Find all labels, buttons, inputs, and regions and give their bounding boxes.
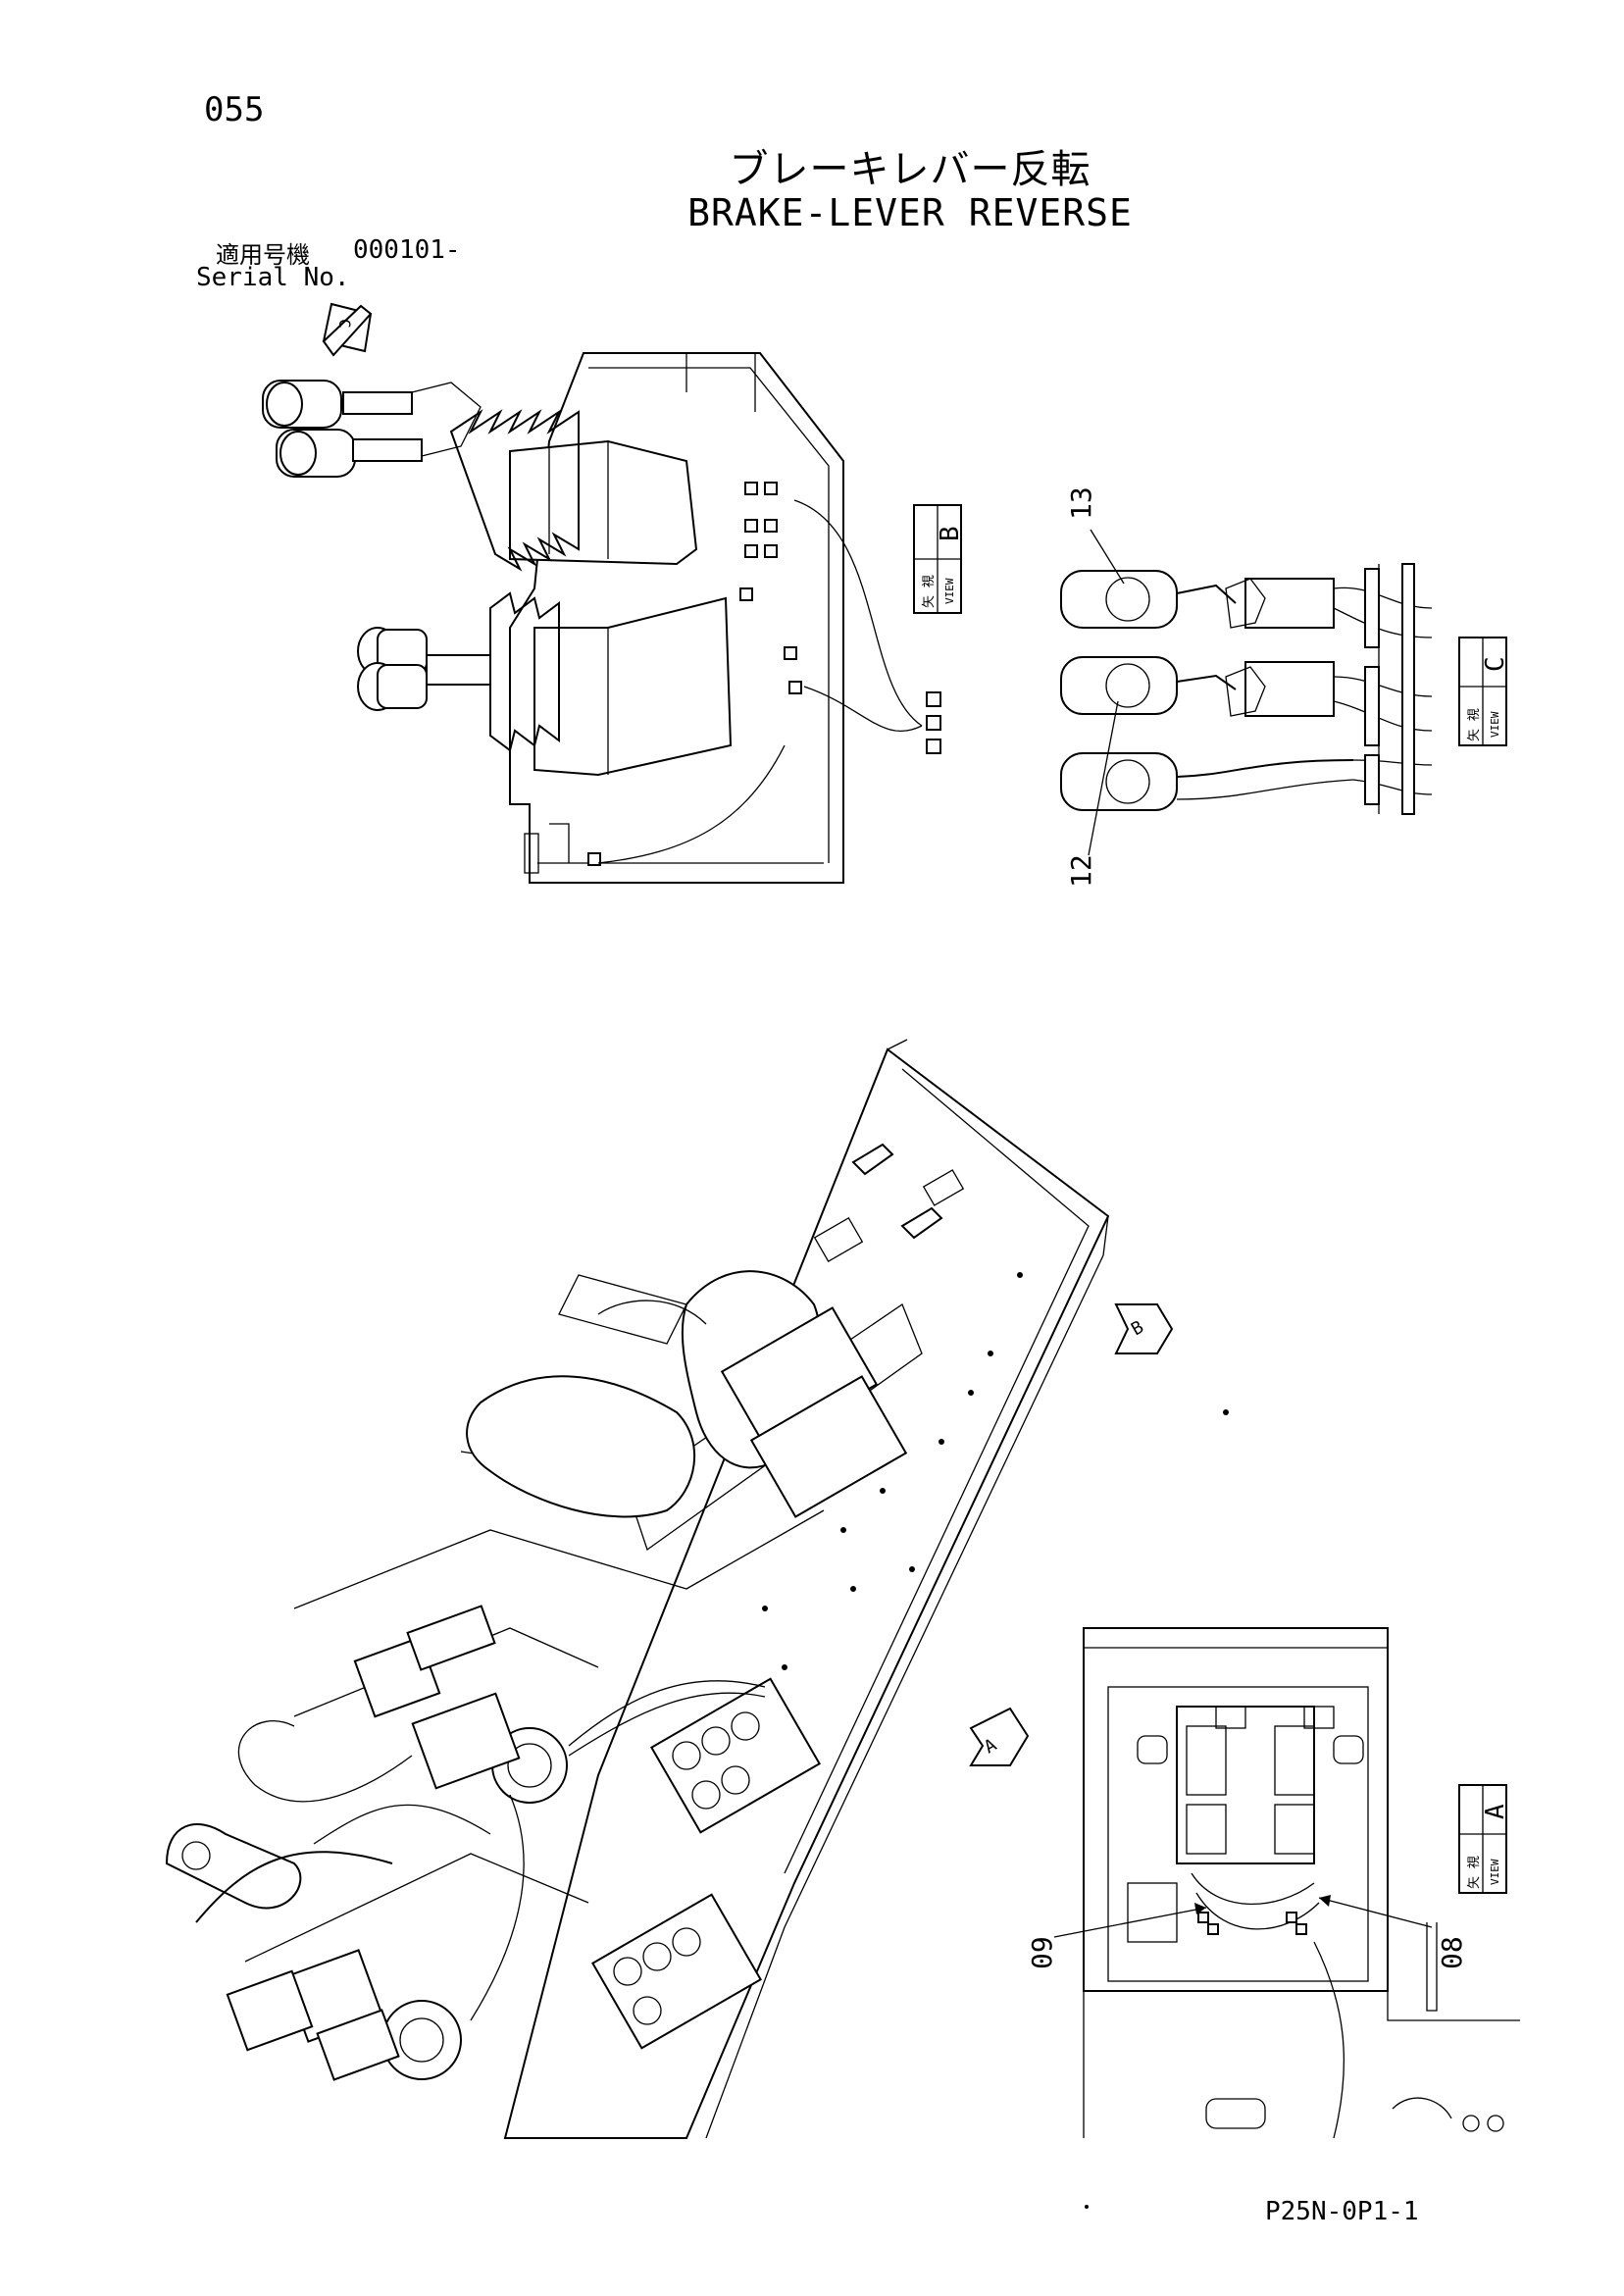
view-c-jp: 矢 視 [1467, 708, 1482, 741]
view-b-arrow: B [1114, 1303, 1174, 1354]
view-a-en: VIEW [1489, 1859, 1501, 1885]
callout-08-text: 08 [1436, 1936, 1468, 1969]
view-c-arrow: C [322, 302, 373, 357]
view-c-label: C 矢 視 VIEW [1458, 637, 1510, 746]
callout-09: 09 [1026, 1903, 1207, 1969]
document-code: P25N-0P1-1 [1265, 2197, 1419, 2226]
page-number: 055 [204, 90, 265, 129]
view-c-en: VIEW [1489, 711, 1501, 738]
callout-12: 12 [1065, 700, 1119, 888]
view-c-letter: C [1481, 656, 1510, 672]
callout-13: 13 [1065, 486, 1125, 585]
view-b-label: B 矢 視 VIEW [913, 504, 965, 614]
view-a-label: A 矢 視 VIEW [1458, 1784, 1510, 1894]
serial-label-english: Serial No. [196, 263, 350, 292]
title-japanese: ブレーキレバー反転 [729, 147, 1091, 192]
callout-08: 08 [1318, 1895, 1468, 1969]
view-a-detail [1083, 1627, 1520, 2139]
view-c-arrow-letter: C [335, 319, 354, 329]
view-b-assembly [262, 352, 941, 884]
main-assembly [165, 1039, 1229, 2139]
view-b-jp: 矢 視 [922, 575, 937, 608]
view-b-en: VIEW [943, 578, 956, 604]
view-b-letter: B [936, 526, 965, 541]
view-a-letter: A [1481, 1804, 1510, 1819]
view-a-arrow: A [969, 1707, 1030, 1766]
title-english: BRAKE-LEVER REVERSE [687, 191, 1133, 234]
serial-value: 000101- [353, 235, 461, 265]
callout-12-text: 12 [1065, 854, 1097, 888]
view-c-levers [1060, 563, 1433, 815]
callout-13-text: 13 [1065, 486, 1097, 520]
serial-label-japanese: 適用号機 [216, 241, 310, 269]
view-a-jp: 矢 視 [1467, 1856, 1482, 1889]
callout-09-text: 09 [1026, 1936, 1058, 1969]
